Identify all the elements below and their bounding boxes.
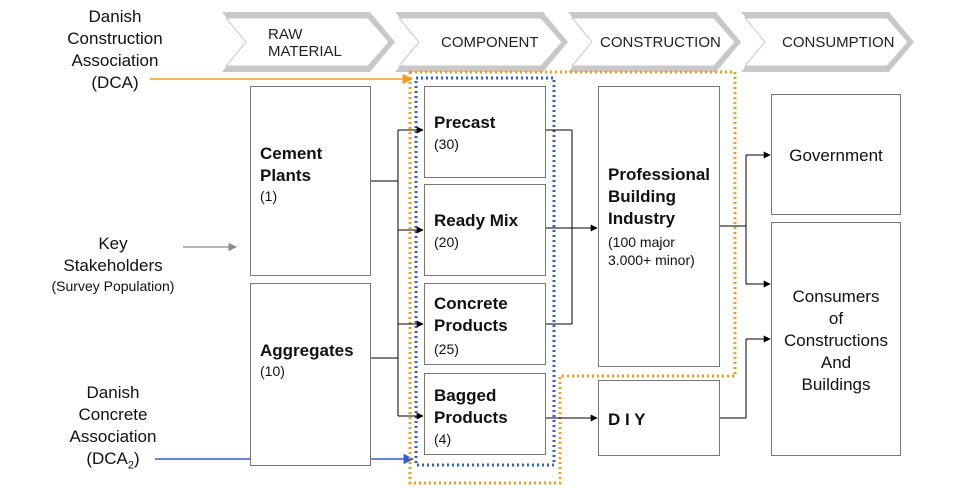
ready-mix-count: (20) [434, 234, 459, 250]
dca2-label: Danish Concrete Association (DCA2) [38, 382, 188, 476]
dca2-abbrev-subscript: 2 [127, 459, 134, 472]
dca2-label-line: Concrete [78, 405, 148, 424]
dca-scope-outline [408, 70, 737, 485]
consumers-name: Consumers of Constructions And Buildings [772, 286, 900, 396]
professional-count: (100 major 3.000+ minor) [608, 233, 695, 269]
concrete-products-name: Concrete Products [434, 293, 508, 337]
stakeholders-sub-label: (Survey Population) [51, 278, 175, 294]
dca-label-line: (DCA) [91, 73, 139, 92]
dca-label: Danish Construction Association (DCA) [40, 6, 190, 94]
professional-count-line: 3.000+ minor) [608, 252, 695, 268]
dca2-label-line: Association [69, 427, 157, 446]
box-government: Government [771, 94, 901, 215]
raw-to-component-connectors [370, 126, 424, 420]
box-professional-building-industry: Professional Building Industry (100 majo… [598, 86, 720, 367]
stakeholders-label-line: Stakeholders [63, 256, 163, 275]
aggregates-count: (10) [260, 363, 285, 379]
dca-label-line: Construction [67, 29, 163, 48]
dca-label-line: Association [71, 51, 159, 70]
consumers-name-line: Consumers [792, 287, 880, 306]
bagged-products-name-line: Bagged [434, 386, 497, 405]
precast-count: (30) [434, 136, 459, 152]
box-ready-mix: Ready Mix (20) [424, 184, 546, 276]
stage-label-component: COMPONENT [441, 34, 539, 51]
bagged-products-name-line: Products [434, 408, 508, 427]
bagged-products-name: Bagged Products [434, 385, 508, 429]
stakeholders-label-line: Key [98, 234, 128, 253]
stakeholders-label: Key Stakeholders (Survey Population) [38, 233, 188, 295]
precast-name: Precast [434, 113, 496, 132]
consumers-name-line: And [820, 353, 852, 372]
professional-name: Professional Building Industry [608, 164, 710, 230]
diy-name: D I Y [608, 410, 646, 429]
component-to-construction-connectors [545, 129, 598, 422]
concrete-products-name-line: Products [434, 316, 508, 335]
dca2-abbrev-suffix: ) [134, 449, 140, 468]
aggregates-name: Aggregates [260, 341, 354, 360]
box-diy: D I Y [598, 380, 720, 456]
dca2-abbrev-prefix: (DCA [86, 449, 128, 468]
construction-to-consumption-connectors [720, 151, 771, 419]
stage-label-construction: CONSTRUCTION [600, 34, 721, 51]
bagged-products-count: (4) [434, 431, 452, 447]
professional-name-line: Building [608, 187, 676, 206]
box-bagged-products: Bagged Products (4) [424, 373, 546, 455]
stage-label-raw-material: RAW MATERIAL [268, 26, 342, 60]
dca2-abbrev: (DCA2) [38, 448, 188, 476]
consumers-name-line: of [828, 309, 844, 328]
professional-name-line: Industry [608, 209, 676, 228]
box-concrete-products: Concrete Products (25) [424, 283, 546, 365]
concrete-products-name-line: Concrete [434, 294, 508, 313]
stage-raw-line1: RAW [268, 26, 303, 43]
consumers-name-line: Constructions [784, 331, 888, 350]
cement-plants-name-line: Cement [260, 144, 323, 163]
cement-plants-name: Cement Plants [260, 143, 322, 187]
stage-raw-line2: MATERIAL [268, 43, 342, 60]
box-consumers: Consumers of Constructions And Buildings [771, 222, 901, 456]
professional-name-line: Professional [608, 165, 711, 184]
dca2-label-line: Danish [86, 383, 140, 402]
professional-count-line: (100 major [608, 234, 675, 250]
government-name: Government [789, 146, 883, 165]
concrete-products-count: (25) [434, 341, 459, 357]
box-precast: Precast (30) [424, 86, 546, 178]
box-cement-plants: Cement Plants (1) [250, 86, 371, 276]
stage-label-consumption: CONSUMPTION [782, 34, 895, 51]
cement-plants-count: (1) [260, 188, 278, 204]
ready-mix-name: Ready Mix [434, 211, 519, 230]
stage-chevrons [222, 12, 914, 72]
box-aggregates: Aggregates (10) [250, 283, 371, 466]
consumers-name-line: Buildings [801, 375, 871, 394]
dca-label-line: Danish [88, 7, 142, 26]
cement-plants-name-line: Plants [260, 166, 312, 185]
dca2-scope-outline [414, 76, 556, 467]
